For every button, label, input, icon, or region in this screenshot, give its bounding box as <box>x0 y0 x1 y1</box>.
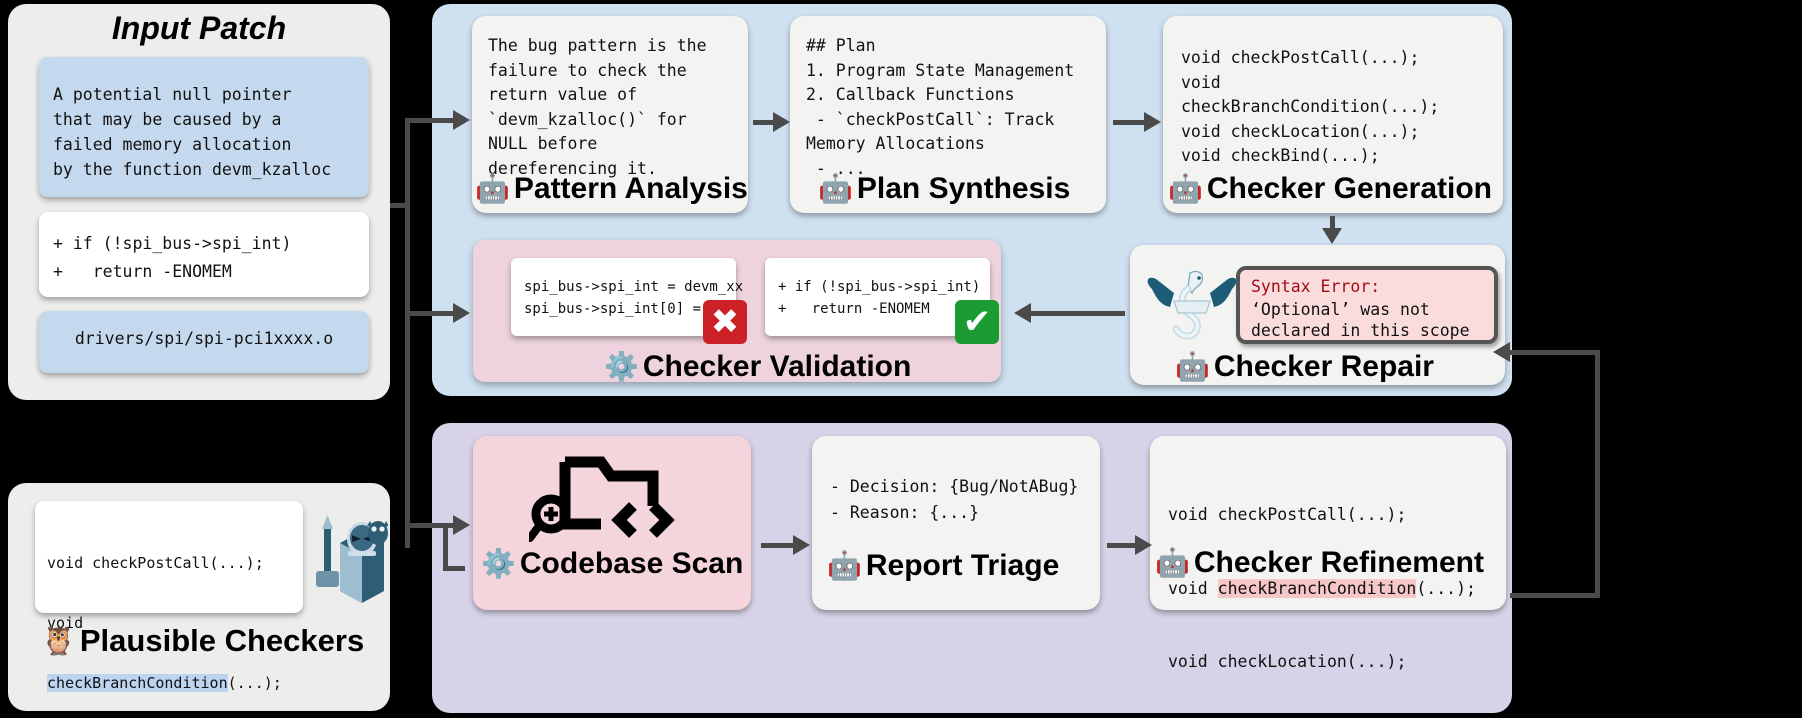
plan-synthesis-label-row: 🤖 Plan Synthesis <box>818 172 1070 206</box>
checker-refinement-card: void checkPostCall(...); void checkBranc… <box>1150 436 1506 671</box>
robot-icon: 🤖 <box>475 173 510 204</box>
checker-validation-label: Checker Validation <box>642 350 912 383</box>
folder-code-search-icon <box>529 456 675 542</box>
refine-line-2-pre: void <box>1168 578 1218 598</box>
refine-line-1: void checkPostCall(...); <box>1168 505 1407 524</box>
code-highlight-branch: checkBranchCondition <box>47 674 228 692</box>
report-triage-label-row: 🤖 Report Triage <box>827 549 1059 583</box>
checker-refinement-label-row: 🤖 Checker Refinement <box>1155 546 1484 580</box>
arrow-plan-to-generation <box>1113 112 1161 132</box>
plan-synthesis-card: ## Plan 1. Program State Management 2. C… <box>790 16 1106 213</box>
input-patch-title: Input Patch <box>111 10 287 46</box>
arrow-repair-to-validation <box>1014 303 1125 323</box>
arrow-scan-to-triage <box>761 535 810 555</box>
owl-icon: 🦉 <box>41 625 76 656</box>
checker-generation-card: void checkPostCall(...); void checkBranc… <box>1163 16 1503 213</box>
checker-refinement-label: Checker Refinement <box>1193 546 1484 579</box>
syntax-error-box: Syntax Error: ‘Optional’ was not declare… <box>1236 266 1498 344</box>
refine-line-2-post: (...); <box>1416 578 1476 598</box>
checker-refinement-code: void checkPostCall(...); void checkBranc… <box>1168 454 1476 718</box>
plausible-checkers-code: void checkPostCall(...); void checkBranc… <box>47 513 282 718</box>
robot-icon: 🤖 <box>827 550 862 581</box>
codebase-scan-elbow-v <box>443 523 448 571</box>
robot-icon: 🤖 <box>818 173 853 204</box>
patch-description-text: A potential null pointer that may be cau… <box>53 85 332 179</box>
checker-repair-label-row: 🤖 Checker Repair <box>1175 350 1434 384</box>
arrow-triage-to-refinement <box>1107 535 1152 555</box>
codebase-scan-label: Codebase Scan <box>519 547 744 580</box>
pattern-analysis-text: The bug pattern is the failure to check … <box>488 36 707 178</box>
codebase-scan-label-row: ⚙️ Codebase Scan <box>481 547 743 581</box>
robot-icon: 🤖 <box>1155 547 1190 578</box>
plan-synthesis-label: Plan Synthesis <box>856 172 1071 205</box>
checker-validation-label-row: ⚙️ Checker Validation <box>604 350 911 384</box>
plausible-checkers-label-row: 🦉 Plausible Checkers <box>41 623 364 659</box>
pattern-analysis-label-row: 🤖 Pattern Analysis <box>475 172 748 206</box>
robot-icon: 🤖 <box>1175 351 1210 382</box>
refinement-loop-right <box>1595 350 1600 598</box>
validation-pass-badge: ✔ <box>955 300 999 344</box>
robot-icon: 🤖 <box>1168 173 1203 204</box>
plausible-checkers-label: Plausible Checkers <box>79 623 365 658</box>
patch-diff-text: + if (!spi_bus->spi_int) + return -ENOME… <box>53 234 292 281</box>
input-trunk-line <box>405 118 410 548</box>
pattern-analysis-card: The bug pattern is the failure to check … <box>472 16 748 213</box>
validation-fail-card: spi_bus->spi_int = devm_xx spi_bus->spi_… <box>511 258 743 336</box>
knight-owl-icon <box>316 515 388 603</box>
pattern-analysis-label: Pattern Analysis <box>513 172 748 205</box>
patch-diff-card: + if (!spi_bus->spi_int) + return -ENOME… <box>39 212 369 297</box>
codebase-scan-card <box>473 436 751 610</box>
report-triage-label: Report Triage <box>865 549 1060 582</box>
checker-generation-text: void checkPostCall(...); void checkBranc… <box>1181 48 1440 165</box>
syntax-error-title: Syntax Error: <box>1251 277 1381 296</box>
patch-description-card: A potential null pointer that may be cau… <box>39 57 369 197</box>
input-patch-panel: Input Patch A potential null pointer tha… <box>8 4 390 400</box>
plausible-checkers-panel: void checkPostCall(...); void checkBranc… <box>8 483 390 711</box>
code-line-2: void <box>47 614 84 632</box>
validation-pass-card: + if (!spi_bus->spi_int) + return -ENOME… <box>765 258 990 336</box>
syntax-error-line-3: declared in this scope <box>1251 321 1470 340</box>
checker-repair-label: Checker Repair <box>1213 350 1434 383</box>
arrow-to-checker-validation <box>405 303 470 323</box>
plan-synthesis-text: ## Plan 1. Program State Management 2. C… <box>806 36 1075 178</box>
validation-fail-badge: ✖ <box>703 300 747 344</box>
report-triage-text: - Decision: {Bug/NotABug} - Reason: {...… <box>830 477 1079 522</box>
gear-icon: ⚙️ <box>481 548 516 579</box>
checker-generation-label-row: 🤖 Checker Generation <box>1168 172 1492 206</box>
code-line-3-rest: (...); <box>227 674 282 692</box>
refine-line-3: void checkLocation(...); <box>1168 652 1407 671</box>
arrow-generation-to-repair <box>1322 216 1342 244</box>
plausible-checkers-code-card: void checkPostCall(...); void checkBranc… <box>35 501 303 692</box>
refinement-loop-bottom <box>1510 593 1600 598</box>
codebase-scan-elbow-h <box>443 566 465 571</box>
validation-pass-text: + if (!spi_bus->spi_int) + return -ENOME… <box>778 279 981 317</box>
dragon-icon <box>1147 270 1237 340</box>
arrow-to-codebase-scan <box>405 515 470 535</box>
input-trunk-stub <box>390 203 410 208</box>
patch-file-card: drivers/spi/spi-pci1xxxx.o <box>39 311 369 373</box>
gear-icon: ⚙️ <box>604 351 639 382</box>
checker-repair-card: Syntax Error: ‘Optional’ was not declare… <box>1130 245 1505 385</box>
arrow-loop-to-repair <box>1493 342 1600 362</box>
code-line-1: void checkPostCall(...); <box>47 554 264 572</box>
arrow-to-pattern-analysis <box>405 110 470 130</box>
report-triage-card: - Decision: {Bug/NotABug} - Reason: {...… <box>812 436 1100 610</box>
syntax-error-line-2: ‘Optional’ was not <box>1251 300 1430 319</box>
checker-generation-label: Checker Generation <box>1206 172 1492 205</box>
patch-file-text: drivers/spi/spi-pci1xxxx.o <box>74 329 334 348</box>
arrow-pattern-to-plan <box>753 112 790 132</box>
refine-highlight-branch: checkBranchCondition <box>1217 578 1417 598</box>
